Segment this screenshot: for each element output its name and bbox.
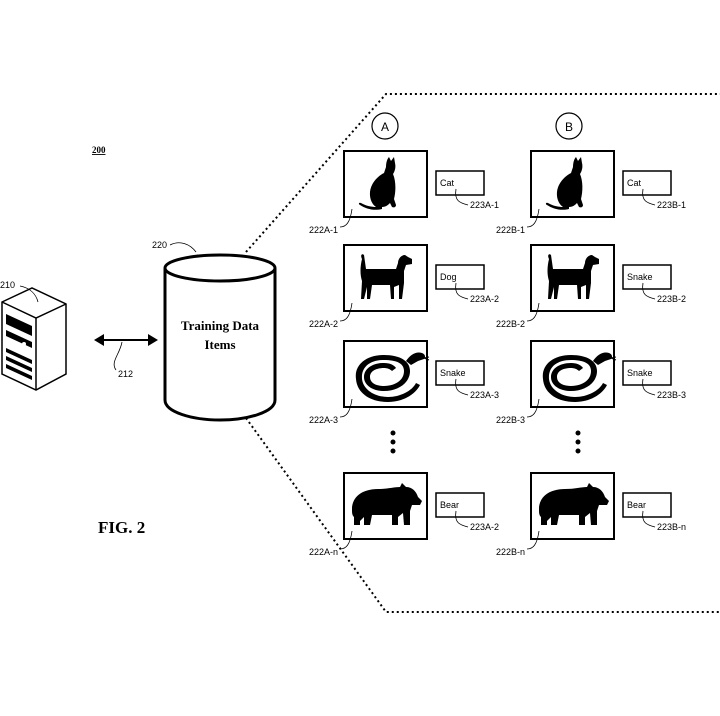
label-ref-leader xyxy=(642,188,656,206)
label-ref-leader xyxy=(455,282,469,300)
image-ref: 222B-1 xyxy=(496,225,525,235)
server-icon xyxy=(1,287,67,391)
label-box xyxy=(622,492,672,518)
svg-text:A: A xyxy=(381,120,389,134)
label-ref-leader xyxy=(642,282,656,300)
label-box xyxy=(622,170,672,196)
image-ref-leader xyxy=(339,398,353,418)
training-item: Cat 223A-1 222A-1 xyxy=(309,150,499,235)
training-item: Snake 223B-2 222B-2 xyxy=(496,244,686,329)
image-ref: 222A-1 xyxy=(309,225,338,235)
label-ref: 223A-3 xyxy=(470,390,499,400)
link-ref-leader xyxy=(113,341,123,371)
label-box xyxy=(435,360,485,386)
label-box xyxy=(435,264,485,290)
training-items: Cat223A-1222A-1Dog223A-2222A-2Snake223A-… xyxy=(309,150,686,557)
continuation-dots-a xyxy=(390,430,396,454)
training-item: Bear 223A-2 222A-n xyxy=(309,472,499,557)
label-box xyxy=(435,170,485,196)
database-label-line2: Items xyxy=(204,337,235,352)
label-ref-leader xyxy=(455,378,469,396)
image-ref-leader xyxy=(339,302,353,322)
image-ref-leader xyxy=(526,302,540,322)
image-ref: 222B-n xyxy=(496,547,525,557)
image-ref: 222B-2 xyxy=(496,319,525,329)
database-ref-leader xyxy=(169,242,197,253)
label-text: Snake xyxy=(627,368,653,378)
image-ref: 222A-n xyxy=(309,547,338,557)
label-ref: 223A-1 xyxy=(470,200,499,210)
server-ref: 210 xyxy=(0,280,15,290)
image-ref-leader xyxy=(526,398,540,418)
label-text: Snake xyxy=(440,368,466,378)
label-text: Cat xyxy=(627,178,642,188)
label-text: Bear xyxy=(440,500,459,510)
continuation-dots-b xyxy=(575,430,581,454)
label-text: Bear xyxy=(627,500,646,510)
double-arrow-icon xyxy=(94,334,158,346)
label-box xyxy=(435,492,485,518)
figure-ref: 200 xyxy=(92,145,106,155)
label-box xyxy=(622,360,672,386)
link-ref: 212 xyxy=(118,369,133,379)
database-label-line1: Training Data xyxy=(181,318,260,333)
label-ref-leader xyxy=(455,510,469,528)
label-ref: 223A-2 xyxy=(470,522,499,532)
label-ref: 223B-n xyxy=(657,522,686,532)
label-ref: 223B-3 xyxy=(657,390,686,400)
column-header-a: A xyxy=(371,112,399,140)
image-ref-leader xyxy=(526,208,540,228)
training-item: Bear 223B-n 222B-n xyxy=(496,472,686,557)
label-ref: 223B-1 xyxy=(657,200,686,210)
image-ref: 222B-3 xyxy=(496,415,525,425)
label-ref-leader xyxy=(642,510,656,528)
label-ref: 223B-2 xyxy=(657,294,686,304)
training-item: Dog 223A-2 222A-2 xyxy=(309,244,499,329)
image-ref-leader xyxy=(339,208,353,228)
svg-text:B: B xyxy=(565,120,573,134)
training-item: Cat 223B-1 222B-1 xyxy=(496,150,686,235)
image-ref-leader xyxy=(339,530,353,550)
image-ref-leader xyxy=(526,530,540,550)
label-text: Snake xyxy=(627,272,653,282)
image-ref: 222A-3 xyxy=(309,415,338,425)
figure-caption: FIG. 2 xyxy=(98,518,145,537)
training-item: Snake 223B-3 222B-3 xyxy=(496,340,686,425)
label-ref: 223A-2 xyxy=(470,294,499,304)
image-frame xyxy=(530,340,615,408)
label-text: Cat xyxy=(440,178,455,188)
expansion-outline xyxy=(245,93,720,613)
label-box xyxy=(622,264,672,290)
server-ref-leader xyxy=(19,285,39,303)
label-ref-leader xyxy=(642,378,656,396)
image-ref: 222A-2 xyxy=(309,319,338,329)
label-text: Dog xyxy=(440,272,457,282)
image-frame xyxy=(530,244,615,312)
database-ref: 220 xyxy=(152,240,167,250)
label-ref-leader xyxy=(455,188,469,206)
training-item: Snake 223A-3 222A-3 xyxy=(309,340,499,425)
column-header-b: B xyxy=(555,112,583,140)
database-cylinder xyxy=(163,253,277,422)
